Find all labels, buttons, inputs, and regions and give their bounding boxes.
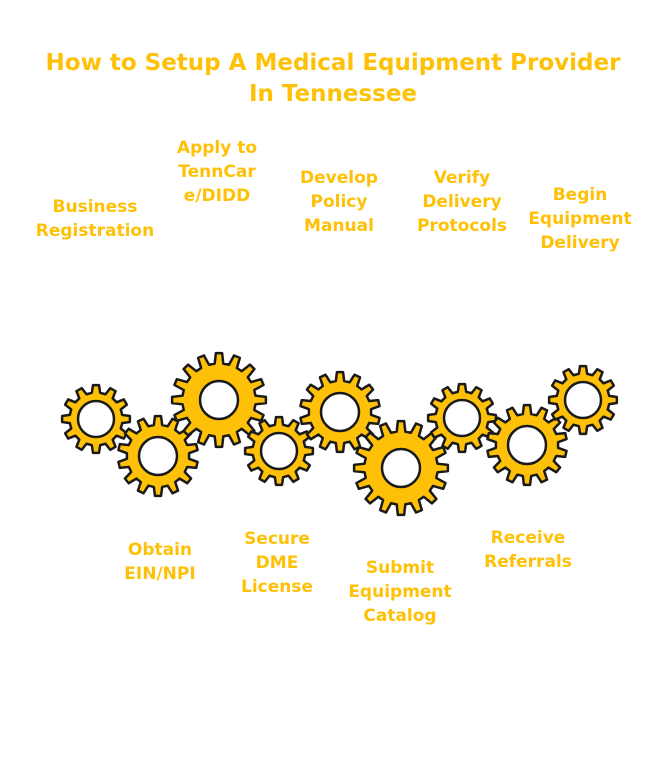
gear-hole xyxy=(506,424,548,466)
gear-hole xyxy=(259,431,299,471)
gear-hole xyxy=(442,398,482,438)
gear-develop-policy-manual xyxy=(299,370,381,454)
gear-receive-referrals xyxy=(486,403,568,487)
gear-apply-tenncare xyxy=(170,351,268,449)
step-receive-referrals: Receive Referrals xyxy=(484,528,572,572)
gear-hole xyxy=(76,399,116,439)
gear-verify-delivery-protocols xyxy=(426,382,498,454)
gear-hole xyxy=(319,391,361,433)
gear-business-registration xyxy=(60,383,132,455)
gear-hole xyxy=(563,380,603,420)
gear-hole xyxy=(137,435,179,477)
step-submit-equipment-catalog: Submit Equipment Catalog xyxy=(348,558,452,626)
step-verify-delivery-protocols: Verify Delivery Protocols xyxy=(416,168,508,236)
step-apply-tenncare: Apply to TennCar e/DIDD xyxy=(176,138,258,206)
step-obtain-ein-npi: Obtain EIN/NPI xyxy=(124,540,196,584)
step-begin-equipment-delivery: Begin Equipment Delivery xyxy=(528,185,632,253)
gear-begin-equipment-delivery xyxy=(547,364,619,436)
gear-hole xyxy=(380,447,422,489)
gear-hole xyxy=(198,379,240,421)
gear-submit-equipment-catalog xyxy=(352,419,450,517)
diagram-title: How to Setup A Medical Equipment Provide… xyxy=(45,50,621,107)
step-secure-dme-license: Secure DME License xyxy=(240,529,314,597)
gear-secure-dme-license xyxy=(243,415,315,487)
step-develop-policy-manual: Develop Policy Manual xyxy=(300,168,378,236)
step-business-registration: Business Registration xyxy=(35,197,155,241)
